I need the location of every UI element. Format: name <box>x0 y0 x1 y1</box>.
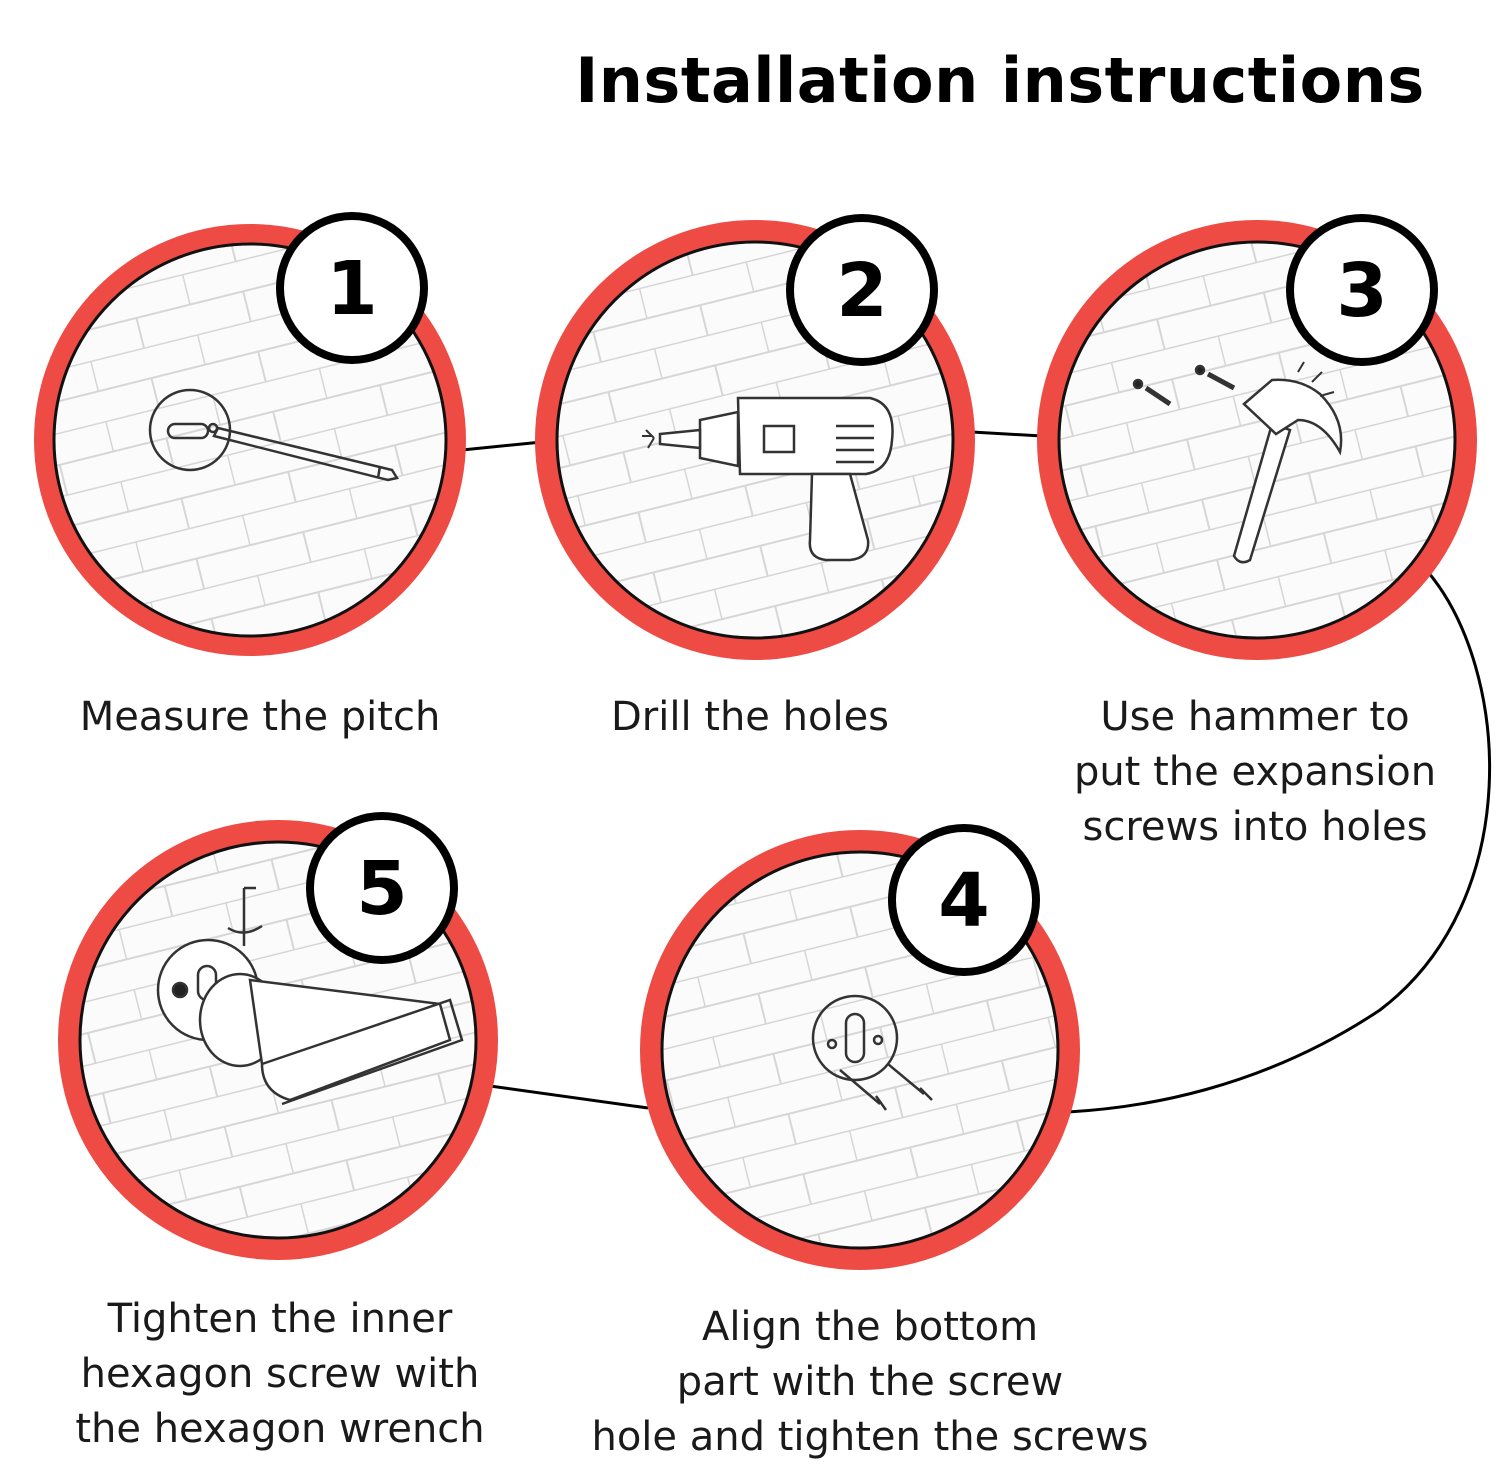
hex-wrench-bar-icon <box>156 886 464 1106</box>
step-5-badge <box>306 812 458 964</box>
page-title: Installation instructions <box>575 44 1425 117</box>
step-5-caption-line-2: hexagon screw with <box>80 1351 480 1397</box>
step-3-caption: Use hammer to put the expansion screws i… <box>1050 690 1460 855</box>
step-1-caption: Measure the pitch <box>40 690 480 745</box>
connector-3-4 <box>1067 571 1492 1114</box>
step-1: 1 <box>34 212 466 656</box>
step-2-caption: Drill the holes <box>540 690 960 745</box>
step-5: 5 <box>58 812 498 1260</box>
step-3: 3 <box>1037 214 1477 660</box>
step-4-caption-line-3: hole and tighten the screws <box>591 1414 1149 1460</box>
step-4-caption-line-1: Align the bottom <box>701 1304 1039 1350</box>
step-4-caption-line-2: part with the screw <box>676 1359 1064 1405</box>
electric-drill-icon <box>642 396 894 562</box>
connector-lines <box>461 430 1492 1114</box>
step-3-caption-line-1: Use hammer to <box>1100 694 1410 740</box>
connector-4-5 <box>489 1084 649 1110</box>
connector-2-3 <box>971 430 1043 438</box>
step-2-caption-line: Drill the holes <box>610 694 890 740</box>
connector-1-2 <box>461 440 543 452</box>
step-2-badge <box>786 214 938 366</box>
step-1-caption-line: Measure the pitch <box>79 694 441 740</box>
step-5-caption: Tighten the inner hexagon screw with the… <box>40 1292 520 1457</box>
step-5-caption-line-3: the hexagon wrench <box>75 1406 485 1452</box>
hammer-anchors-icon <box>1132 361 1343 564</box>
step-1-badge <box>276 212 428 364</box>
step-4-caption: Align the bottom part with the screw hol… <box>580 1300 1160 1465</box>
step-3-caption-line-3: screws into holes <box>1082 804 1428 850</box>
step-2-number: 2 <box>836 248 888 334</box>
step-3-badge <box>1286 214 1438 366</box>
pencil-marking-plate-icon <box>148 388 399 482</box>
step-2: 2 <box>535 214 975 660</box>
step-5-number: 5 <box>356 846 408 932</box>
step-4-badge <box>888 824 1040 976</box>
step-4-number: 4 <box>938 858 990 944</box>
step-3-number: 3 <box>1336 248 1388 334</box>
step-3-caption-line-2: put the expansion <box>1073 749 1437 795</box>
step-1-number: 1 <box>326 246 378 332</box>
step-4: 4 <box>640 824 1080 1270</box>
base-plate-screws-icon <box>811 994 933 1111</box>
step-5-caption-line-1: Tighten the inner <box>107 1296 453 1342</box>
